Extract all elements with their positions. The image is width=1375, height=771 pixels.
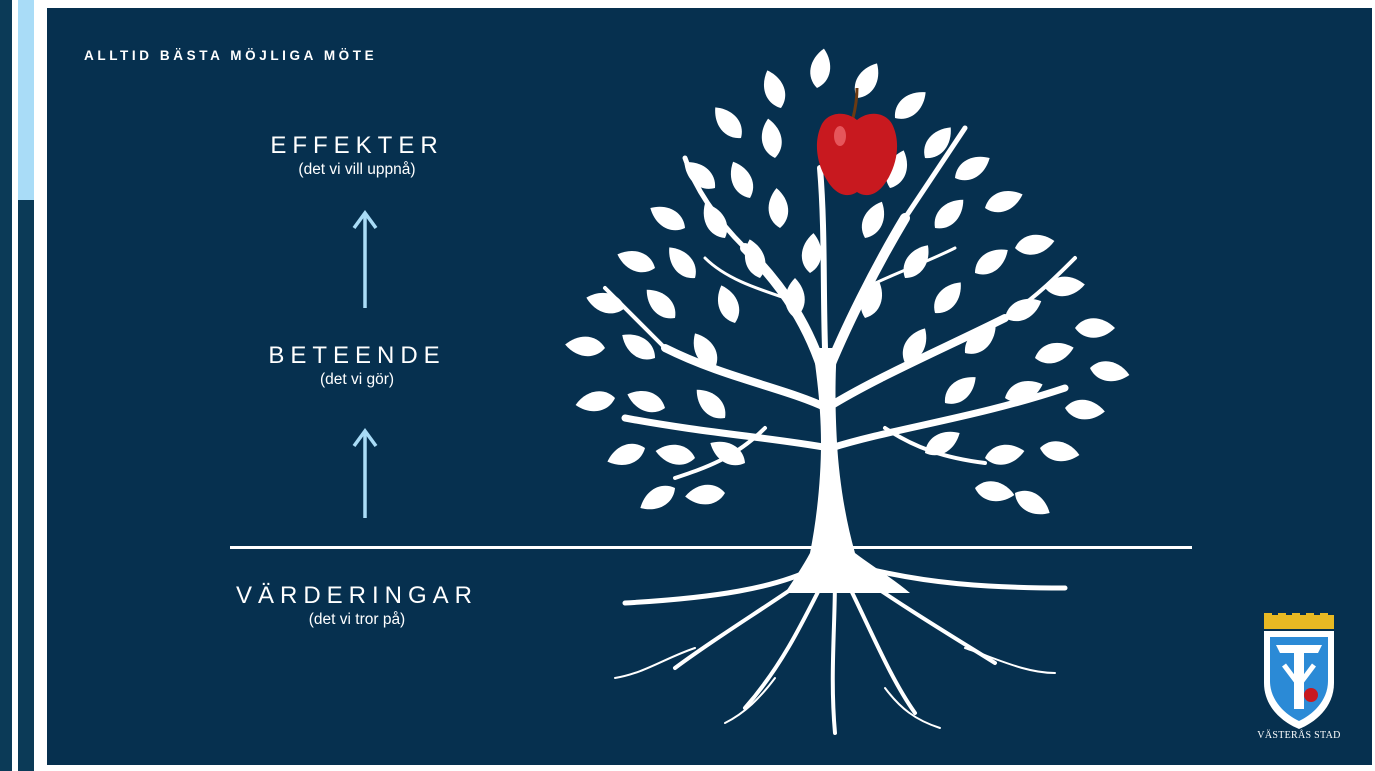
vasteras-coat-of-arms-logo [1264,613,1334,729]
level-subtitle-effekter: (det vi vill uppnå) [298,161,416,178]
level-beteende: BETEENDE (det vi gör) [257,342,457,390]
slide-canvas: ALLTID BÄSTA MÖJLIGA MÖTE EFFEKTER (det … [47,8,1372,765]
slide-header: ALLTID BÄSTA MÖJLIGA MÖTE [84,48,378,63]
up-arrow-icon [352,210,378,308]
level-varderingar: VÄRDERINGAR (det vi tror på) [207,582,507,630]
level-title-beteende: BETEENDE [268,342,446,369]
tree-illustration [564,48,1132,735]
up-arrow-icon [352,428,378,518]
side-bar-white-stripe [12,0,18,771]
level-subtitle-beteende: (det vi gör) [319,371,395,388]
level-effekter: EFFEKTER (det vi vill uppnå) [257,132,457,180]
level-subtitle-varderingar: (det vi tror på) [308,611,406,628]
logo-text: VÄSTERÅS STAD [1257,730,1341,741]
level-title-varderingar: VÄRDERINGAR [235,582,479,609]
level-title-effekter: EFFEKTER [270,132,444,159]
side-bar-accent [18,0,34,200]
ground-line [230,546,1192,549]
apple-icon [816,87,898,196]
